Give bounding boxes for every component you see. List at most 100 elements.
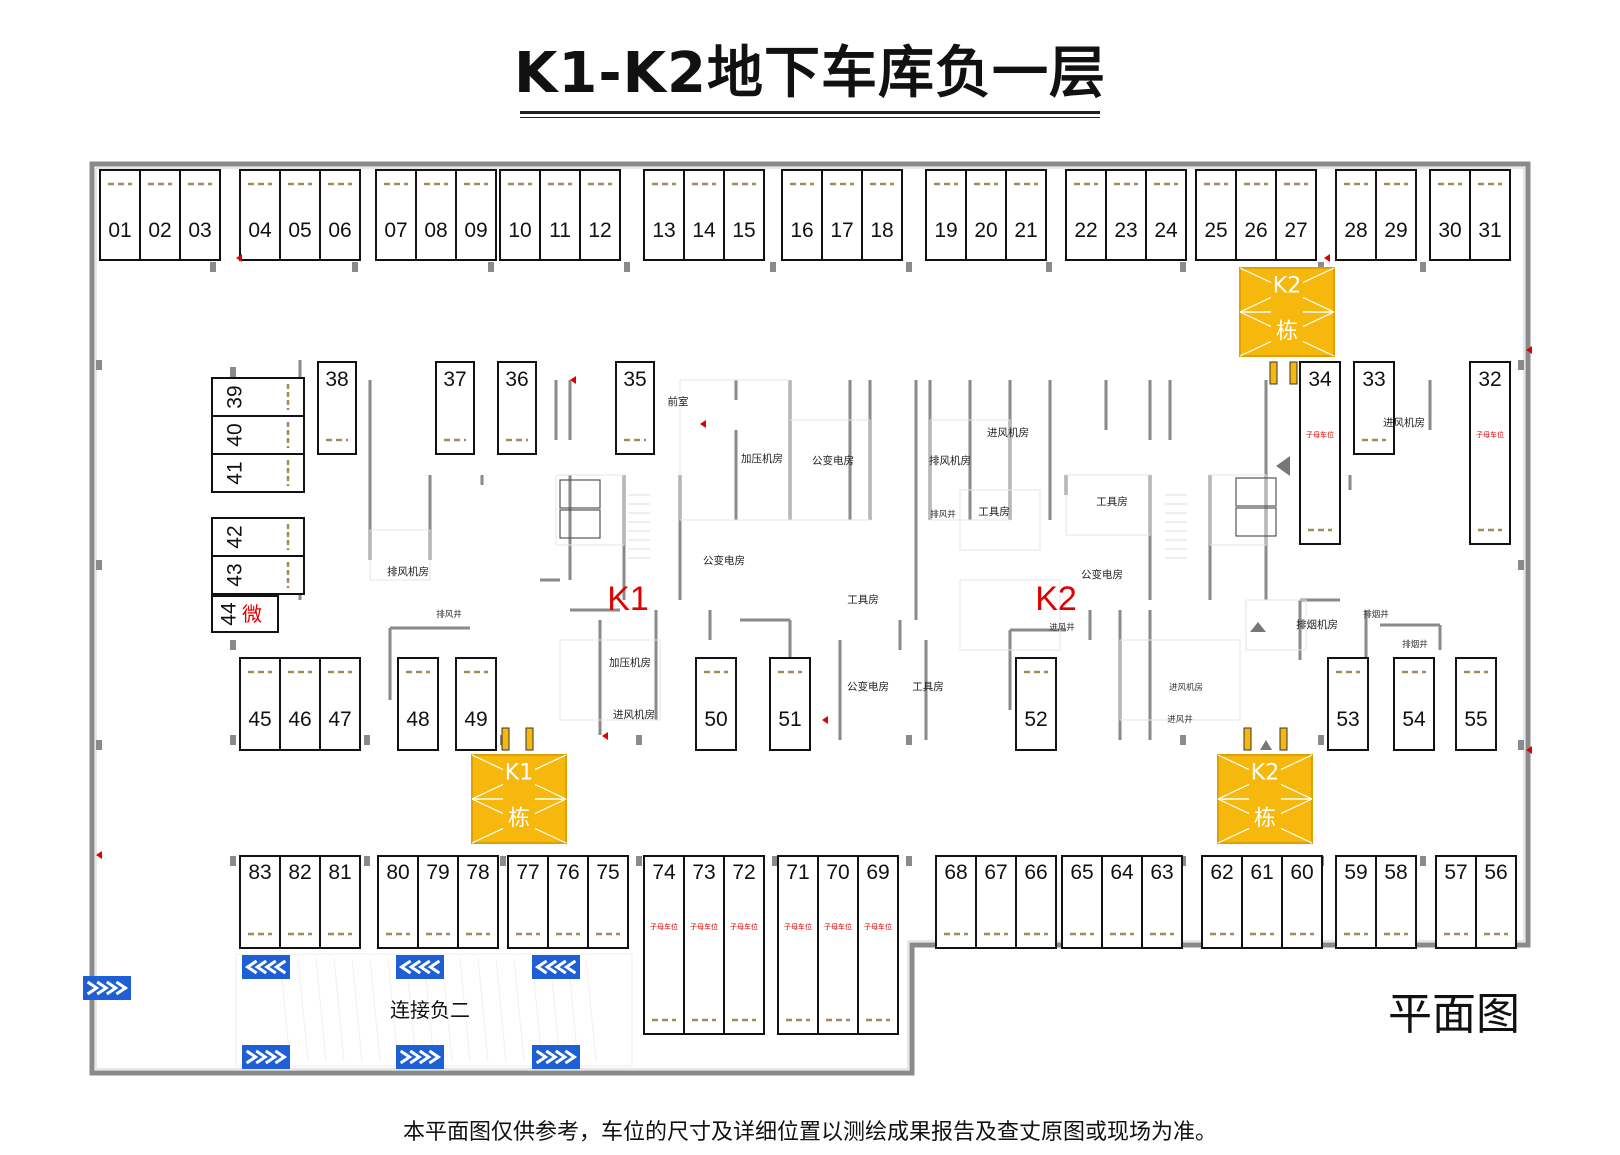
- parking-slot: [1327, 657, 1369, 751]
- direction-arrow-icon: [418, 1049, 432, 1065]
- slot-number: 13: [652, 219, 675, 242]
- parking-slot: [1241, 855, 1283, 949]
- sub-slot-note: 子母车位: [1476, 430, 1504, 439]
- slot-number: 34: [1308, 368, 1332, 391]
- slot-number: 16: [790, 219, 813, 242]
- slot-number: 05: [288, 219, 311, 242]
- disclaimer-note: 本平面图仅供参考，车位的尺寸及详细位置以测绘成果报告及查丈原图或现场为准。: [402, 1120, 1217, 1145]
- parking-slot: [683, 855, 725, 1035]
- room-outline: [1119, 639, 1241, 721]
- building-label: K2: [1273, 274, 1301, 299]
- slot-number: 15: [732, 219, 755, 242]
- slot-number: 69: [866, 861, 889, 884]
- bollard: [1269, 361, 1278, 385]
- column: [500, 856, 506, 866]
- building-label-bg: [1271, 272, 1303, 352]
- slot-number: 75: [596, 861, 619, 884]
- parking-slot: [1353, 361, 1395, 455]
- column: [636, 735, 642, 745]
- parking-slot: [1475, 855, 1517, 949]
- parking-slot: [1101, 855, 1143, 949]
- slot-number: 44: [218, 602, 241, 626]
- parking-slot: [397, 657, 439, 751]
- slot-number: 38: [325, 368, 348, 391]
- slot-number: 66: [1024, 861, 1047, 884]
- parking-slot: [1195, 169, 1237, 261]
- slot-number: 57: [1444, 861, 1467, 884]
- parking-slot: [377, 855, 419, 949]
- direction-arrow-icon: [115, 980, 129, 996]
- title-underline: [520, 111, 1100, 114]
- room-outline: [1245, 599, 1307, 651]
- room-label: 排烟井: [1402, 639, 1428, 650]
- parking-slot: [1201, 855, 1243, 949]
- direction-arrow-icon: [245, 1049, 259, 1065]
- room-label: 工具房: [847, 593, 879, 606]
- mini-slot-note: 微: [242, 603, 262, 626]
- slot-number: 10: [508, 219, 531, 242]
- direction-arrow-icon: [428, 1049, 442, 1065]
- slot-number: 58: [1384, 861, 1407, 884]
- parking-slot: [769, 657, 811, 751]
- parking-slot: [279, 657, 321, 751]
- room-label: 排风井: [436, 609, 462, 620]
- slot-number: 46: [288, 708, 311, 731]
- slot-number: 59: [1344, 861, 1367, 884]
- room-label: 进风井: [1167, 714, 1193, 725]
- direction-arrow-icon: [564, 1049, 578, 1065]
- slot-number: 30: [1438, 219, 1461, 242]
- direction-arrow-icon: [274, 1049, 288, 1065]
- room-label: 排风机房: [387, 565, 429, 578]
- core-label-k2: K2: [1035, 580, 1077, 618]
- column: [230, 640, 236, 650]
- parking-slot: [723, 855, 765, 1035]
- column: [210, 262, 216, 272]
- column: [1518, 560, 1524, 570]
- slot-number: 29: [1384, 219, 1407, 242]
- parking-slot: [615, 361, 655, 455]
- red-accent-mark: [822, 716, 828, 724]
- slot-number: 79: [426, 861, 449, 884]
- slot-number: 73: [692, 861, 715, 884]
- column: [488, 262, 494, 272]
- room-label: 排风井: [930, 509, 956, 520]
- room-label: 进风机房: [987, 426, 1029, 439]
- parking-slot: [1375, 855, 1417, 949]
- slot-number: 60: [1290, 861, 1313, 884]
- direction-arrow-icon: [264, 959, 277, 975]
- direction-arrow-icon: [554, 959, 567, 975]
- column: [772, 856, 778, 866]
- parking-slot: [1299, 361, 1341, 545]
- ramp-stripe: [459, 957, 471, 1063]
- direction-arrow-icon: [398, 959, 412, 975]
- column: [230, 856, 236, 866]
- slot-number: 41: [224, 461, 247, 484]
- direction-arrow-icon: [105, 980, 119, 996]
- triangle-marker: [1250, 622, 1266, 632]
- direction-arrow-icon: [534, 959, 548, 975]
- sub-slot-note: 子母车位: [650, 922, 678, 931]
- room-label: 进风机房: [613, 708, 655, 721]
- plan-view-label: 平面图: [1388, 989, 1520, 1040]
- slot-number: 25: [1204, 219, 1227, 242]
- slot-number: 08: [424, 219, 447, 242]
- parking-slot: [777, 855, 819, 1035]
- column: [96, 740, 102, 750]
- building-label: K1: [505, 761, 533, 786]
- parking-slot: [1455, 657, 1497, 751]
- parking-slot: [821, 169, 863, 261]
- slot-number: 65: [1070, 861, 1093, 884]
- slot-number: 26: [1244, 219, 1267, 242]
- slot-number: 45: [248, 708, 271, 731]
- parking-slot: [857, 855, 899, 1035]
- room-label: 排烟机房: [1296, 618, 1338, 631]
- red-accent-mark: [602, 732, 608, 740]
- slot-number: 61: [1250, 861, 1273, 884]
- direction-arrow-icon: [554, 1049, 568, 1065]
- room-label: 工具房: [978, 505, 1010, 518]
- slot-number: 76: [556, 861, 579, 884]
- slot-number: 64: [1110, 861, 1134, 884]
- room-label: 进风井: [1049, 622, 1075, 633]
- title-underline-thin: [520, 117, 1100, 118]
- parking-slot: [695, 657, 737, 751]
